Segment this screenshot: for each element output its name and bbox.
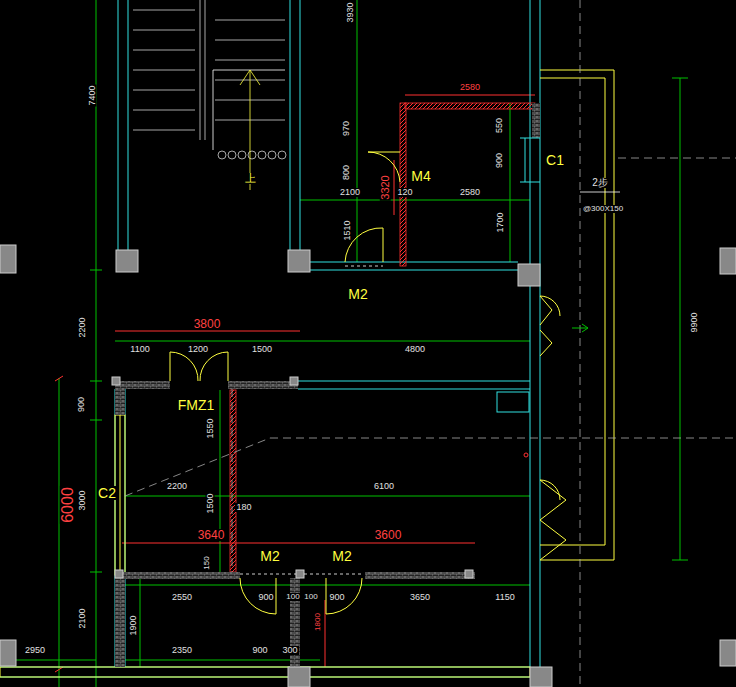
dimension-label: 300 (281, 646, 298, 655)
dimension-label: 2200 (78, 316, 87, 338)
dimension-label: 900 (78, 395, 87, 412)
dimension-label: 100 (303, 593, 318, 601)
dimension-label: 1510 (343, 219, 352, 241)
dimension-label: 2580 (459, 83, 481, 92)
dimension-label: 1100 (129, 345, 150, 354)
dimension-label: 1550 (206, 417, 215, 439)
door-tag: FMZ1 (177, 398, 216, 412)
dimension-label: 2100 (78, 607, 87, 629)
door-tag: M2 (259, 549, 280, 563)
dimension-label: 3640 (197, 529, 226, 541)
dimension-label: 2580 (459, 188, 481, 197)
dimension-label: 3930 (346, 1, 355, 23)
dimension-label: 2350 (171, 646, 193, 655)
dimension-label: 150 (203, 555, 211, 570)
dimension-label: 1900 (129, 614, 138, 636)
dimension-label: 800 (343, 163, 352, 180)
dimension-label: 3650 (409, 593, 431, 602)
dimension-label: 120 (396, 188, 413, 197)
step-note: 2步 (591, 178, 609, 188)
dimension-label: 550 (496, 116, 505, 133)
step-note: @300X150 (582, 205, 624, 213)
dimension-label: 3600 (374, 529, 403, 541)
dimension-label: 1500 (251, 345, 273, 354)
dimension-label: 2550 (171, 593, 193, 602)
dimension-label: 970 (343, 119, 352, 136)
door-tag: M2 (347, 287, 368, 301)
stair-label: 上 (244, 173, 257, 184)
dimension-label: 2100 (339, 188, 361, 197)
dimension-label: 180 (235, 503, 252, 512)
dimension-label: 900 (328, 593, 345, 602)
window-tag: C1 (545, 153, 565, 167)
door-tag: M2 (331, 549, 352, 563)
dimension-label: 1200 (187, 345, 209, 354)
dimension-label: 6000 (60, 486, 76, 524)
dimension-label: 900 (257, 593, 274, 602)
dimension-label: 2200 (166, 482, 188, 491)
dimension-label: 2950 (24, 646, 46, 655)
dimension-label: 900 (251, 646, 268, 655)
dimension-label: 900 (496, 151, 505, 168)
dimension-label: 3320 (379, 174, 390, 200)
dimension-label: 4800 (404, 345, 426, 354)
dimension-label: 100 (285, 593, 300, 601)
door-tag: M4 (410, 169, 431, 183)
dimension-label: 1500 (206, 492, 215, 514)
dimension-label: 3800 (193, 318, 222, 330)
dimension-label: 6100 (373, 482, 395, 491)
dimension-label: 1700 (496, 211, 505, 233)
dimension-label: 3000 (78, 489, 87, 511)
dimension-label: 1800 (314, 612, 322, 632)
dimension-label: 1150 (494, 593, 515, 602)
window-tag: C2 (97, 486, 117, 500)
dimension-label: 9900 (690, 311, 699, 333)
dimension-label: 7400 (88, 84, 97, 106)
